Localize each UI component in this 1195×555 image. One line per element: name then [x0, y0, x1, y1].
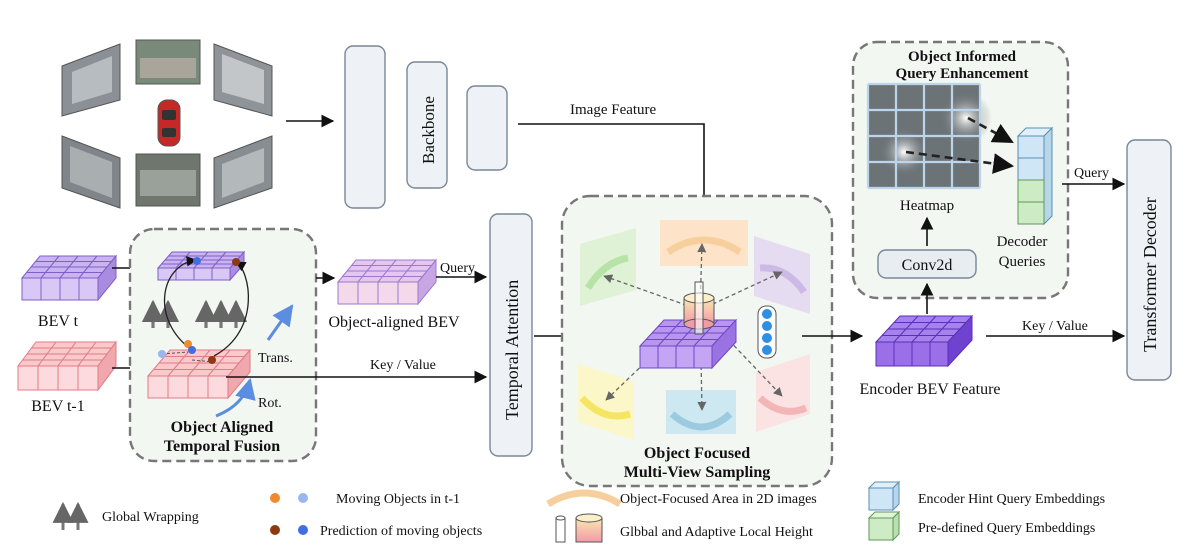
- decoder-queries-1: Decoder: [997, 234, 1048, 250]
- aligned-bev-top: [156, 250, 246, 282]
- key-value-right-label: Key / Value: [1022, 319, 1088, 334]
- decoder-queries-2: Queries: [999, 254, 1046, 270]
- object-aligned-bev-label: Object-aligned BEV: [328, 314, 460, 331]
- rot-label: Rot.: [258, 396, 282, 411]
- ofmvs-title-1: Object Focused: [644, 445, 750, 462]
- conv2d-label: Conv2d: [902, 257, 953, 274]
- ofmvs-title-2: Multi-View Sampling: [624, 464, 771, 481]
- oatf-group: [128, 227, 318, 463]
- image-feature-label: Image Feature: [570, 102, 657, 118]
- oatf-title-2: Temporal Fusion: [164, 438, 280, 455]
- cylinder-icon: [683, 281, 715, 335]
- aligned-bev-bottom: [146, 348, 252, 400]
- trans-label: Trans.: [258, 351, 293, 366]
- legend-global-wrapping: Global Wrapping: [102, 510, 199, 525]
- legend-height: Glbbal and Adaptive Local Height: [620, 525, 813, 540]
- bev-t1-label: BEV t-1: [31, 398, 84, 415]
- legend: Global Wrapping Moving Objects in t-1 Pr…: [52, 480, 1105, 543]
- encoder-bev-grid: [874, 314, 974, 368]
- query-top-label: Query: [1074, 166, 1109, 181]
- temporal-attention-box: [489, 213, 533, 457]
- car-icon: [157, 99, 181, 147]
- bev-t1-grid: [17, 340, 117, 392]
- transformer-decoder-box: [1126, 139, 1172, 381]
- oiqe-title-2: Query Enhancement: [896, 66, 1029, 82]
- sphere-stack-icon: [757, 305, 777, 359]
- legend-predefined: Pre-defined Query Embeddings: [918, 521, 1095, 536]
- object-aligned-bev-grid: [336, 258, 438, 306]
- temporal-attention-label: Temporal Attention: [502, 280, 522, 420]
- decoder-queries-stack: [1016, 126, 1054, 226]
- encoder-bev-label: Encoder BEV Feature: [860, 381, 1001, 398]
- transformer-decoder-label: Transformer Decoder: [1140, 197, 1160, 352]
- view-panels: [578, 220, 810, 440]
- legend-object-focused-area: Object-Focused Area in 2D images: [620, 492, 817, 507]
- backbone-label: Backbone: [419, 96, 438, 164]
- query-mid-label: Query: [440, 261, 475, 276]
- sampling-bev-grid: [638, 318, 738, 370]
- legend-encoder-hint: Encoder Hint Query Embeddings: [918, 492, 1105, 507]
- legend-moving-objects: Moving Objects in t-1: [336, 492, 460, 507]
- backbone-block: Backbone: [344, 45, 508, 209]
- heatmap-grid: [866, 82, 992, 190]
- bev-t-grid: [20, 254, 118, 302]
- heatmap-label: Heatmap: [900, 198, 954, 214]
- oiqe-title-1: Object Informed: [908, 49, 1017, 65]
- conv2d-box: [877, 249, 977, 279]
- legend-prediction: Prediction of moving objects: [320, 524, 482, 539]
- global-wrapping-arrows: [141, 299, 248, 328]
- key-value-left-label: Key / Value: [370, 358, 436, 373]
- bev-t-label: BEV t: [38, 313, 79, 330]
- oatf-title-1: Object Aligned: [171, 419, 274, 436]
- camera-views: [61, 39, 273, 209]
